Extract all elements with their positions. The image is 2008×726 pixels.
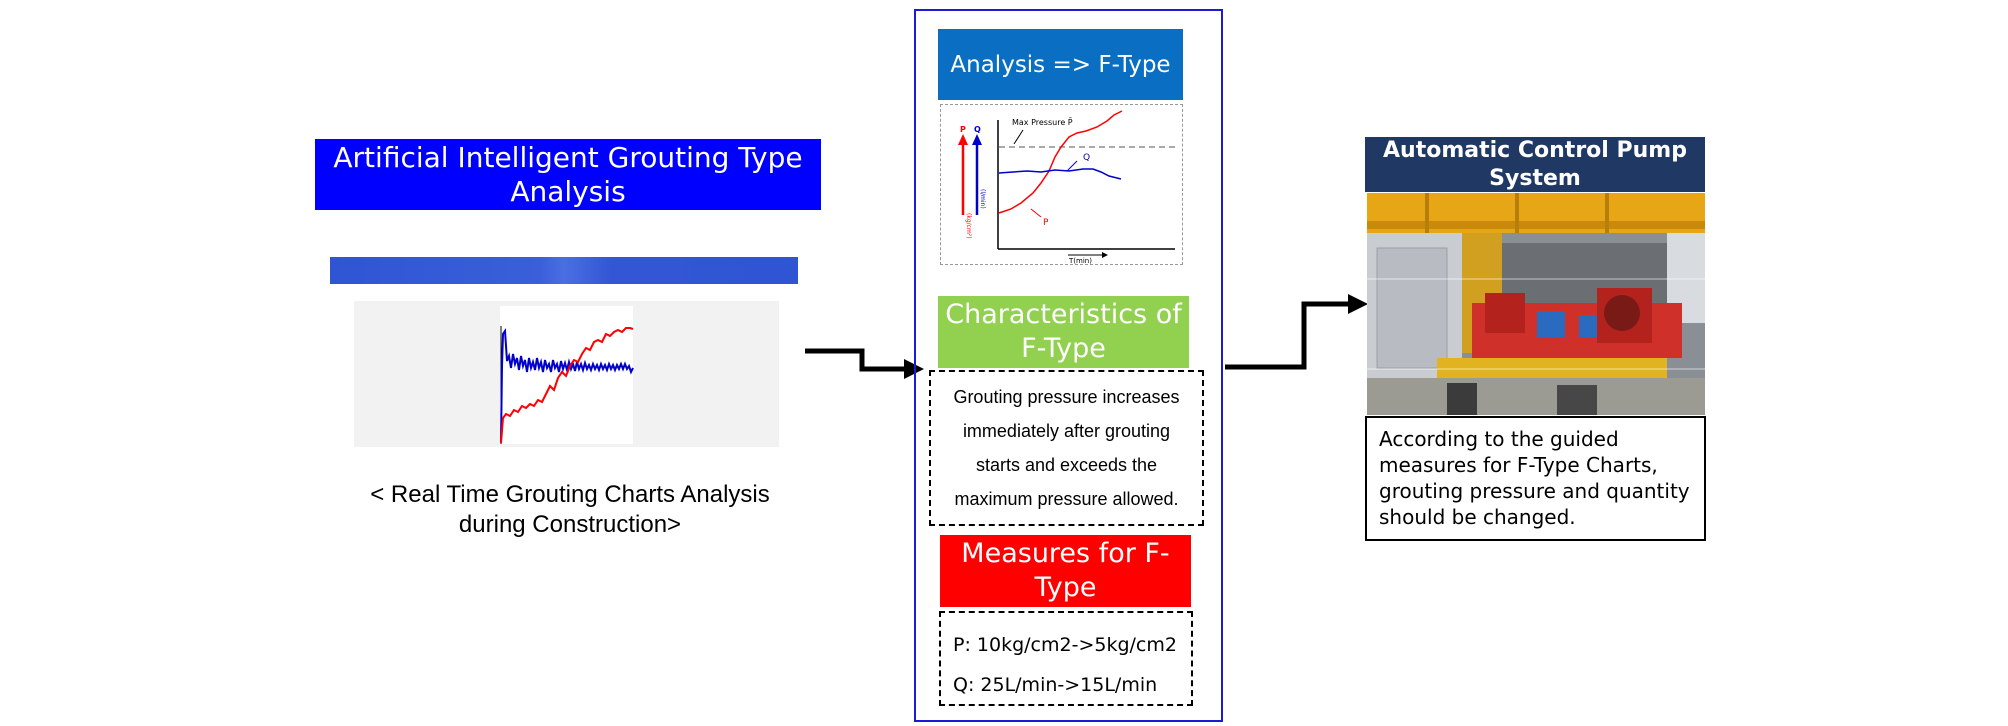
measures-box: P: 10kg/cm2->5kg/cm2 Q: 25L/min->15L/min	[939, 611, 1193, 706]
arrow-center-to-right-head	[1348, 294, 1368, 314]
characteristics-box: Grouting pressure increases immediately …	[929, 370, 1204, 526]
analysis-ftype-title-text: Analysis => F-Type	[950, 51, 1171, 78]
p-curve-pointer	[1030, 208, 1042, 218]
characteristics-text: Grouting pressure increases immediately …	[953, 387, 1180, 509]
pump-system-title-text: Automatic Control Pump System	[1383, 137, 1687, 191]
arrow-center-to-right	[1225, 301, 1350, 370]
max-pressure-label: Max Pressure P̄	[1012, 117, 1073, 127]
q-axis-label: Q	[974, 125, 981, 134]
analysis-ftype-title: Analysis => F-Type	[938, 29, 1183, 100]
q-unit-label: (l/min)	[979, 189, 986, 209]
max-pressure-pointer	[1013, 129, 1024, 145]
pump-system-photo	[1367, 193, 1705, 415]
ftype-chart: Max Pressure P̄ Q P P Q (kg/cm²) (l/min)…	[958, 110, 1176, 265]
measure-pressure: P: 10kg/cm2->5kg/cm2	[953, 634, 1177, 656]
q-axis-arrow-head	[972, 134, 982, 145]
realtime-quantity-line	[500, 327, 634, 443]
ftype-pressure-curve	[998, 110, 1123, 214]
realtime-pressure-line	[500, 327, 634, 444]
arrow-left-to-center	[805, 348, 905, 372]
measure-quantity: Q: 25L/min->15L/min	[953, 674, 1158, 696]
pump-system-description-text: According to the guided measures for F-T…	[1379, 427, 1690, 529]
ftype-chart-box: Max Pressure P̄ Q P P Q (kg/cm²) (l/min)…	[940, 104, 1183, 265]
p-unit-label: (kg/cm²)	[965, 213, 972, 239]
characteristics-title-text: Characteristics of F-Type	[945, 299, 1182, 364]
p-axis-arrow-head	[958, 134, 968, 145]
ftype-quantity-curve	[998, 168, 1122, 180]
realtime-chart-svg	[500, 326, 634, 444]
pump-photo-illustration	[1367, 193, 1705, 415]
p-axis-label: P	[960, 125, 966, 134]
realtime-chart	[500, 306, 634, 444]
analysis-frame	[914, 9, 1223, 722]
ai-analysis-title-text: Artificial Intelligent Grouting Type Ana…	[333, 140, 803, 208]
q-curve-label: Q	[1083, 153, 1090, 163]
time-axis-label: T(min)	[1068, 257, 1092, 265]
pump-system-title: Automatic Control Pump System	[1365, 137, 1705, 192]
measures-title-text: Measures for F-Type	[961, 538, 1170, 603]
characteristics-title: Characteristics of F-Type	[938, 296, 1189, 368]
measures-title: Measures for F-Type	[940, 535, 1191, 607]
ai-progress-bar	[330, 257, 798, 284]
q-curve-pointer	[1066, 160, 1078, 172]
pump-system-description: According to the guided measures for F-T…	[1365, 416, 1706, 541]
ai-analysis-title: Artificial Intelligent Grouting Type Ana…	[315, 139, 821, 210]
time-axis-arrow-head	[1102, 252, 1108, 258]
p-curve-label: P	[1043, 218, 1049, 228]
realtime-chart-caption: < Real Time Grouting Charts Analysis dur…	[370, 481, 770, 538]
